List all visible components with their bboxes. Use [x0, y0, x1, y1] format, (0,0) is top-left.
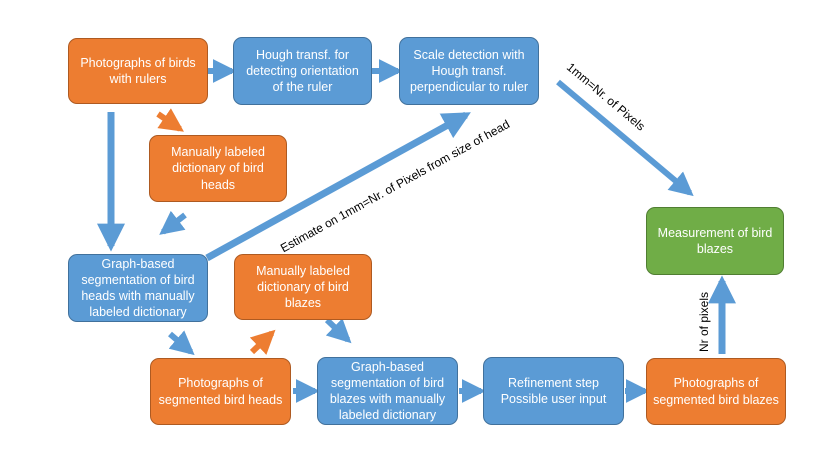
- node-refinement: Refinement step Possible user input: [483, 357, 624, 425]
- arrow-dict-heads-to-graph-heads: [159, 210, 187, 235]
- arrow-dict-blazes-to-graph-blazes: [324, 317, 352, 344]
- node-measurement: Measurement of bird blazes: [646, 207, 784, 275]
- label-nr-of-pixels: Nr of pixels: [697, 291, 711, 352]
- arrow-graph-heads-to-scale: [205, 111, 471, 262]
- node-dict-blazes: Manually labeled dictionary of bird blaz…: [234, 254, 372, 320]
- arrow-graph-heads-to-photos-heads: [168, 330, 195, 356]
- node-hough-orientation: Hough transf. for detecting orientation …: [233, 37, 372, 105]
- node-photos-rulers: Photographs of birds with rulers: [68, 38, 208, 104]
- arrow-photos-to-dict-heads: [156, 108, 184, 132]
- node-scale-detection: Scale detection with Hough transf. perpe…: [399, 37, 539, 105]
- arrow-scale-to-measurement: [556, 79, 694, 197]
- arrow-photos-heads-to-dict-blazes: [249, 329, 276, 355]
- node-graph-seg-blazes: Graph-based segmentation of bird blazes …: [317, 357, 458, 425]
- node-graph-seg-heads: Graph-based segmentation of bird heads w…: [68, 254, 208, 322]
- node-photos-seg-heads: Photographs of segmented bird heads: [150, 358, 291, 425]
- node-dict-heads: Manually labeled dictionary of bird head…: [149, 135, 287, 202]
- node-photos-seg-blazes: Photographs of segmented bird blazes: [646, 358, 786, 425]
